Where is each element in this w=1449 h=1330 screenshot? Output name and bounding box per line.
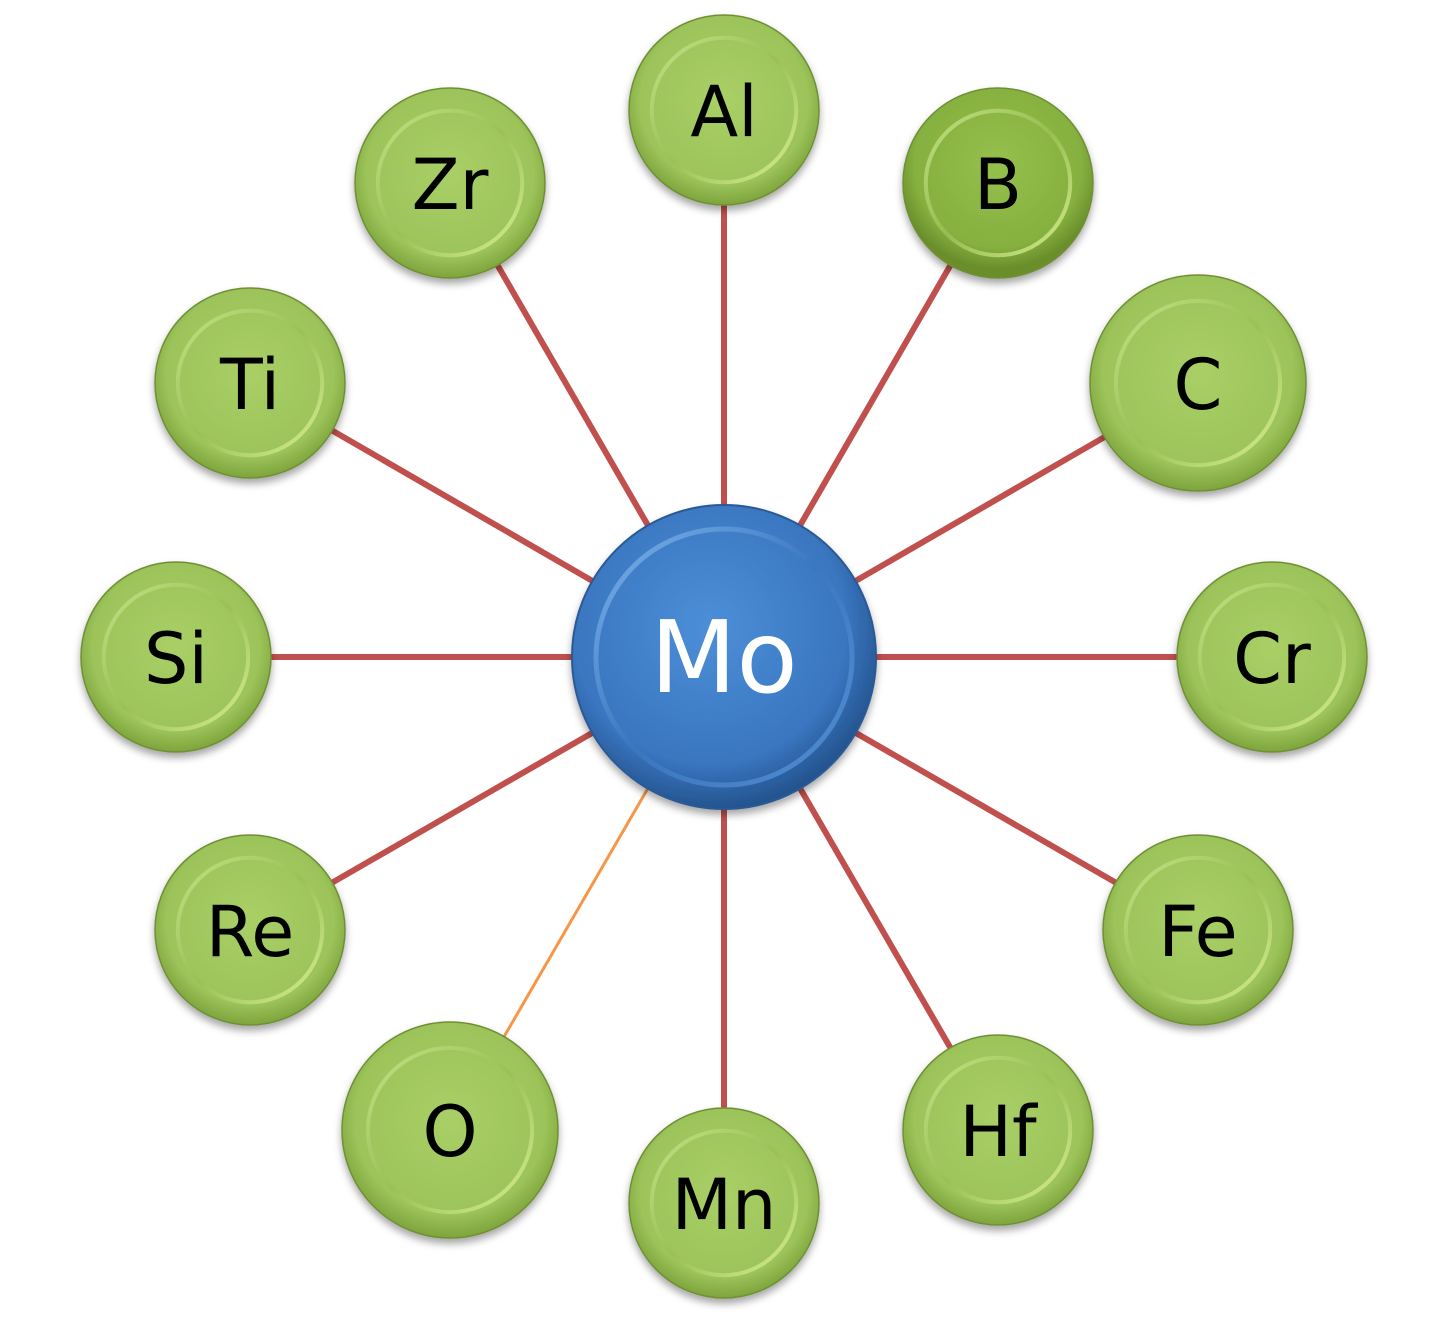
link-mo-c xyxy=(854,434,1106,584)
link-mo-ti xyxy=(330,427,594,584)
link-mo-hf xyxy=(797,787,953,1050)
element-label: Ti xyxy=(219,344,280,426)
element-label: C xyxy=(1174,344,1223,426)
element-node-o: O xyxy=(341,1021,559,1239)
center-label: Mo xyxy=(650,599,797,716)
element-node-mn: Mn xyxy=(628,1107,820,1299)
element-node-re: Re xyxy=(154,834,346,1026)
element-node-zr: Zr xyxy=(354,87,546,279)
link-mo-b xyxy=(797,263,954,527)
element-node-b: B xyxy=(902,87,1094,279)
element-label: Cr xyxy=(1233,618,1311,700)
element-label: Fe xyxy=(1158,891,1238,973)
element-label: Mn xyxy=(672,1164,777,1246)
element-node-hf: Hf xyxy=(902,1034,1094,1226)
element-node-si: Si xyxy=(80,561,272,753)
element-node-fe: Fe xyxy=(1102,834,1294,1026)
element-label: Hf xyxy=(959,1091,1038,1173)
link-mo-re xyxy=(330,730,594,886)
element-node-ti: Ti xyxy=(154,287,346,479)
element-label: Re xyxy=(206,891,295,973)
element-label: Al xyxy=(690,71,757,153)
element-label: Zr xyxy=(412,144,489,226)
element-node-al: Al xyxy=(628,14,820,206)
element-node-cr: Cr xyxy=(1176,561,1368,753)
link-mo-zr xyxy=(494,263,651,527)
element-label: O xyxy=(422,1091,477,1173)
element-node-c: C xyxy=(1089,274,1307,492)
element-label: B xyxy=(974,144,1022,226)
link-mo-fe xyxy=(854,730,1118,886)
center-node-mo: Mo xyxy=(571,504,877,810)
element-label: Si xyxy=(144,618,208,700)
link-mo-o xyxy=(502,787,650,1038)
